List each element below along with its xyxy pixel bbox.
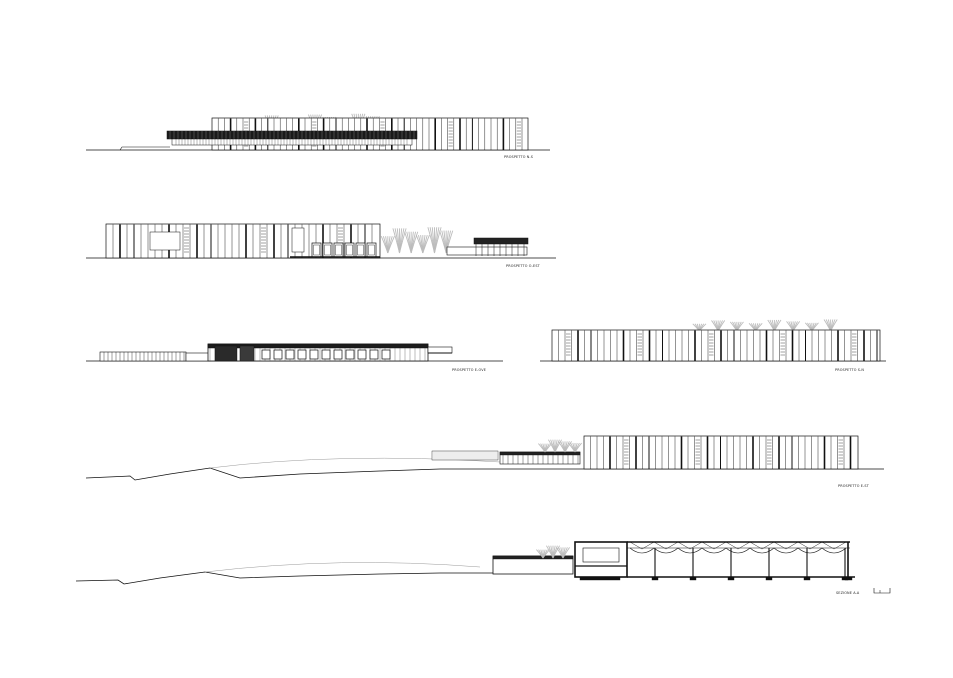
elevation-4 [540,319,886,362]
elevation-2-label: PROSPETTO O-EST [506,264,540,268]
section-label: SEZIONE A-A [836,591,860,595]
elevation-4-label: PROSPETTO S-N [835,368,865,372]
section [75,541,855,585]
elevation-5-label: PROSPETTO E-ST [838,484,869,488]
scale-bar-icon [873,588,891,594]
elevation-3-label: PROSPETTO E-OVE [452,368,487,372]
elevation-1-label: PROSPETTO N-S [504,155,534,159]
elevation-5 [85,435,884,481]
elevation-2 [86,223,556,259]
elevation-3 [86,343,503,362]
elevation-1 [86,113,550,151]
